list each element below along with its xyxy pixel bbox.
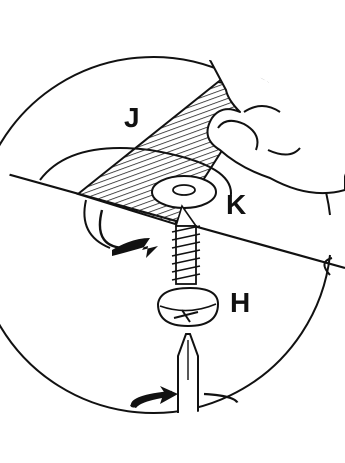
washer-icon	[152, 176, 216, 208]
screw-head-part-h	[158, 288, 218, 326]
curved-arrow-icon	[100, 210, 158, 258]
hand-icon	[208, 40, 345, 193]
label-h: H	[230, 287, 250, 318]
label-j: J	[124, 102, 140, 133]
screwdriver-icon	[178, 334, 198, 463]
label-k: K	[226, 189, 246, 220]
